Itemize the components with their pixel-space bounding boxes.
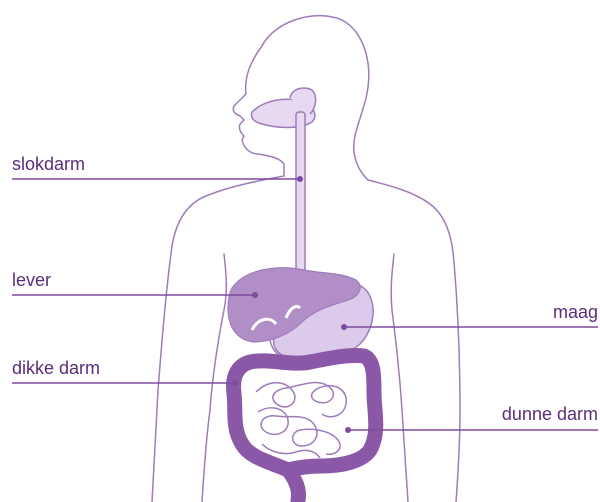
small-intestine bbox=[256, 383, 346, 458]
esophagus bbox=[296, 112, 305, 292]
label-stomach: maag bbox=[553, 302, 598, 322]
label-small-intestine: dunne darm bbox=[502, 404, 598, 424]
dot-liver bbox=[252, 292, 258, 298]
label-liver: lever bbox=[12, 270, 51, 290]
dot-stomach bbox=[341, 324, 347, 330]
label-esophagus: slokdarm bbox=[12, 154, 85, 174]
dot-large-intestine bbox=[232, 380, 238, 386]
mouth-cavity bbox=[251, 88, 315, 127]
dot-small-intestine bbox=[345, 427, 351, 433]
dot-esophagus bbox=[297, 176, 303, 182]
label-large-intestine: dikke darm bbox=[12, 358, 100, 378]
